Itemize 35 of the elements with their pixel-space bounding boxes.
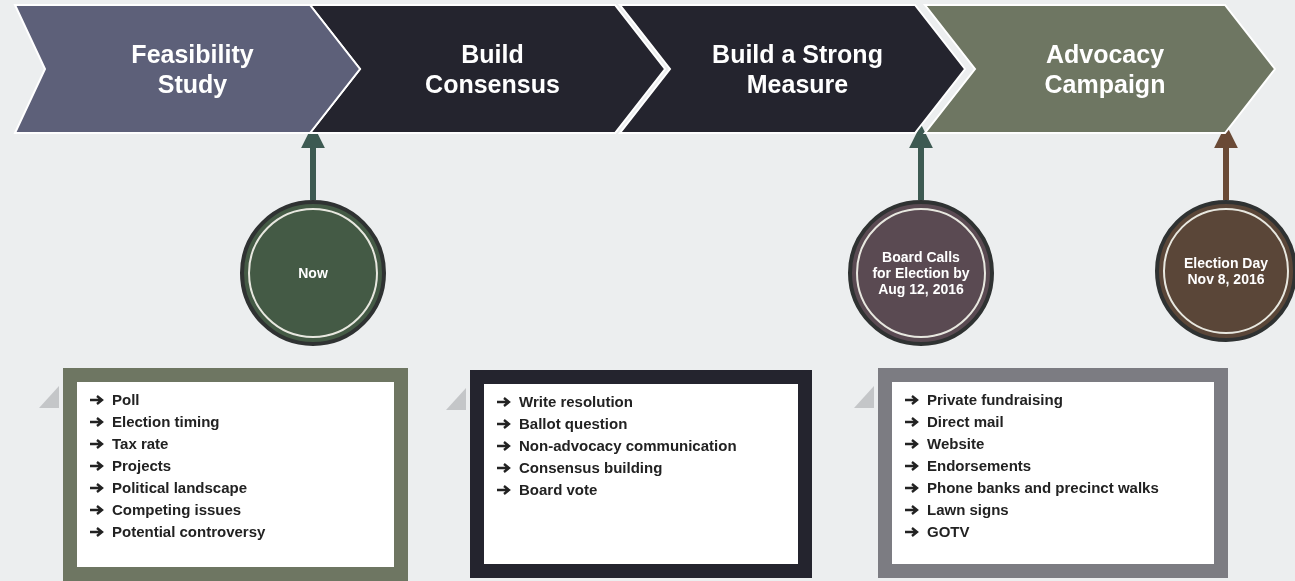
list-item: Election timing: [112, 412, 220, 431]
list-item: GOTV: [927, 522, 970, 541]
list-item: Potential controversy: [112, 522, 266, 541]
list-item: Tax rate: [112, 434, 169, 453]
list-item: Endorsements: [927, 456, 1032, 475]
stage-banner: [617, 4, 967, 134]
list-item: Non-advocacy communication: [519, 436, 737, 455]
list-item: Board vote: [519, 480, 598, 499]
stage-title: Advocacy Campaign: [1043, 39, 1167, 100]
list-item: Political landscape: [112, 478, 248, 497]
list-item: Write resolution: [519, 392, 633, 411]
milestone-circle: [848, 200, 994, 346]
list-item: Poll: [112, 390, 140, 409]
list-box: [470, 370, 812, 578]
list-item: Projects: [112, 456, 172, 475]
list-item: Phone banks and precinct walks: [927, 478, 1159, 497]
stage-banner: [13, 4, 362, 134]
arrow: [909, 124, 933, 200]
milestone-label: Election Day Nov 8, 2016: [1183, 253, 1269, 289]
list-item: Consensus building: [519, 458, 663, 477]
list-item: Ballot question: [519, 414, 628, 433]
stage-title: Build Consensus: [424, 39, 561, 100]
stage-title: Feasibility Study: [130, 39, 255, 100]
list-item: Private fundraising: [927, 390, 1063, 409]
milestone-label: Now: [297, 263, 329, 283]
milestone-circle: [240, 200, 386, 346]
stage-banner: [922, 4, 1277, 134]
list-box: [63, 368, 408, 581]
list-item: Direct mail: [927, 412, 1004, 431]
list-box: [878, 368, 1228, 578]
stage-title: Build a Strong Measure: [711, 39, 884, 100]
list-item: Website: [927, 434, 985, 453]
milestone-label: Board Calls for Election by Aug 12, 2016: [872, 247, 970, 300]
list-item: Competing issues: [112, 500, 242, 519]
list-item: Lawn signs: [927, 500, 1009, 519]
